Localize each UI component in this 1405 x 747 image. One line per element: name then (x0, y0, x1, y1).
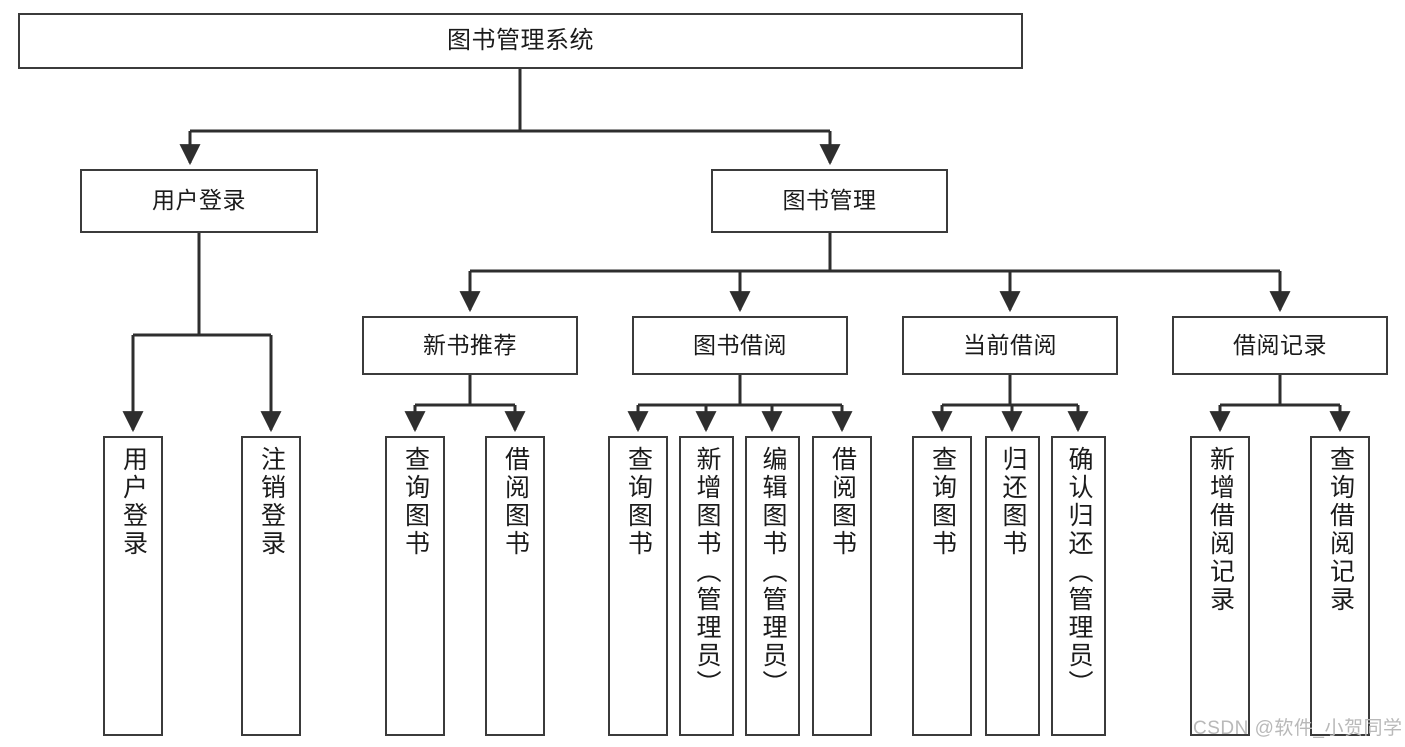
node-root-system[interactable]: 图书管理系统 (18, 13, 1023, 69)
node-leaf-user-login[interactable]: 用户登录 (103, 436, 163, 736)
node-label: 新增借阅记录 (1206, 446, 1235, 614)
node-label: 当前借阅 (963, 331, 1057, 358)
node-leaf-borrow-book-1[interactable]: 借阅图书 (485, 436, 545, 736)
node-borrow-record[interactable]: 借阅记录 (1172, 316, 1388, 375)
csdn-watermark: CSDN @软件_小贺同学 (1193, 718, 1403, 739)
node-leaf-add-borrow-record[interactable]: 新增借阅记录 (1190, 436, 1250, 736)
node-leaf-logout-login[interactable]: 注销登录 (241, 436, 301, 736)
node-leaf-query-book-2[interactable]: 查询图书 (608, 436, 668, 736)
node-label: 归还图书 (999, 446, 1027, 558)
node-leaf-return-book[interactable]: 归还图书 (985, 436, 1040, 736)
node-label: 借阅记录 (1233, 331, 1327, 358)
node-label: 查询图书 (624, 446, 653, 558)
node-label: 新书推荐 (423, 331, 517, 358)
node-label: 图书管理 (782, 187, 877, 214)
node-leaf-borrow-book-2[interactable]: 借阅图书 (812, 436, 872, 736)
node-leaf-query-book-1[interactable]: 查询图书 (385, 436, 445, 736)
node-label: 查询借阅记录 (1326, 446, 1355, 614)
node-book-borrow[interactable]: 图书借阅 (632, 316, 848, 375)
node-label: 注销登录 (257, 446, 286, 558)
node-label: 编辑图书（管理员） (759, 446, 787, 698)
node-new-book-recommend[interactable]: 新书推荐 (362, 316, 578, 375)
node-leaf-query-book-3[interactable]: 查询图书 (912, 436, 972, 736)
node-user-login[interactable]: 用户登录 (80, 169, 318, 233)
node-label: 图书管理系统 (447, 26, 594, 54)
node-leaf-add-book-admin[interactable]: 新增图书（管理员） (679, 436, 734, 736)
node-label: 查询图书 (928, 446, 957, 558)
node-leaf-edit-book-admin[interactable]: 编辑图书（管理员） (745, 436, 800, 736)
node-label: 图书借阅 (693, 331, 787, 358)
node-label: 查询图书 (401, 446, 430, 558)
node-book-manage[interactable]: 图书管理 (711, 169, 948, 233)
node-label: 借阅图书 (501, 446, 530, 558)
node-label: 确认归还（管理员） (1065, 446, 1093, 698)
node-label: 新增图书（管理员） (693, 446, 721, 698)
node-label: 借阅图书 (828, 446, 857, 558)
node-label: 用户登录 (152, 187, 246, 214)
node-current-borrow[interactable]: 当前借阅 (902, 316, 1118, 375)
node-leaf-query-borrow-record[interactable]: 查询借阅记录 (1310, 436, 1370, 736)
node-leaf-confirm-return[interactable]: 确认归还（管理员） (1051, 436, 1106, 736)
node-label: 用户登录 (119, 446, 148, 558)
